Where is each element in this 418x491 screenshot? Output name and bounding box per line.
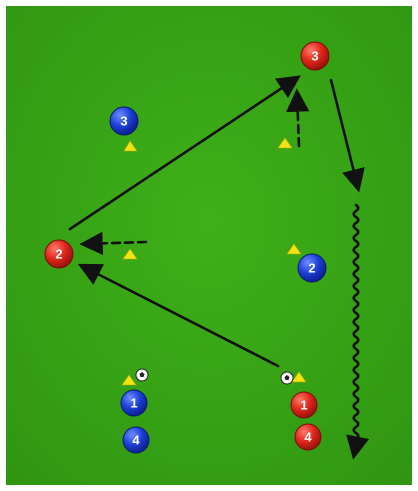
player-number: 4 — [132, 433, 140, 448]
red-player-1: 1 — [291, 392, 317, 418]
football — [281, 372, 293, 384]
player-number: 4 — [304, 430, 312, 445]
player-number: 1 — [130, 396, 137, 411]
red-player-3: 3 — [301, 42, 329, 70]
player-number: 2 — [55, 247, 62, 262]
blue-player-4: 4 — [123, 427, 149, 453]
player-number: 3 — [311, 49, 318, 64]
blue-player-3: 3 — [110, 107, 138, 135]
player-number: 2 — [308, 261, 315, 276]
blue-player-1: 1 — [121, 390, 147, 416]
red-player-4: 4 — [295, 424, 321, 450]
football — [136, 369, 148, 381]
red-player-2: 2 — [45, 240, 73, 268]
player-number: 3 — [120, 114, 127, 129]
player-number: 1 — [300, 398, 307, 413]
blue-player-2: 2 — [298, 254, 326, 282]
